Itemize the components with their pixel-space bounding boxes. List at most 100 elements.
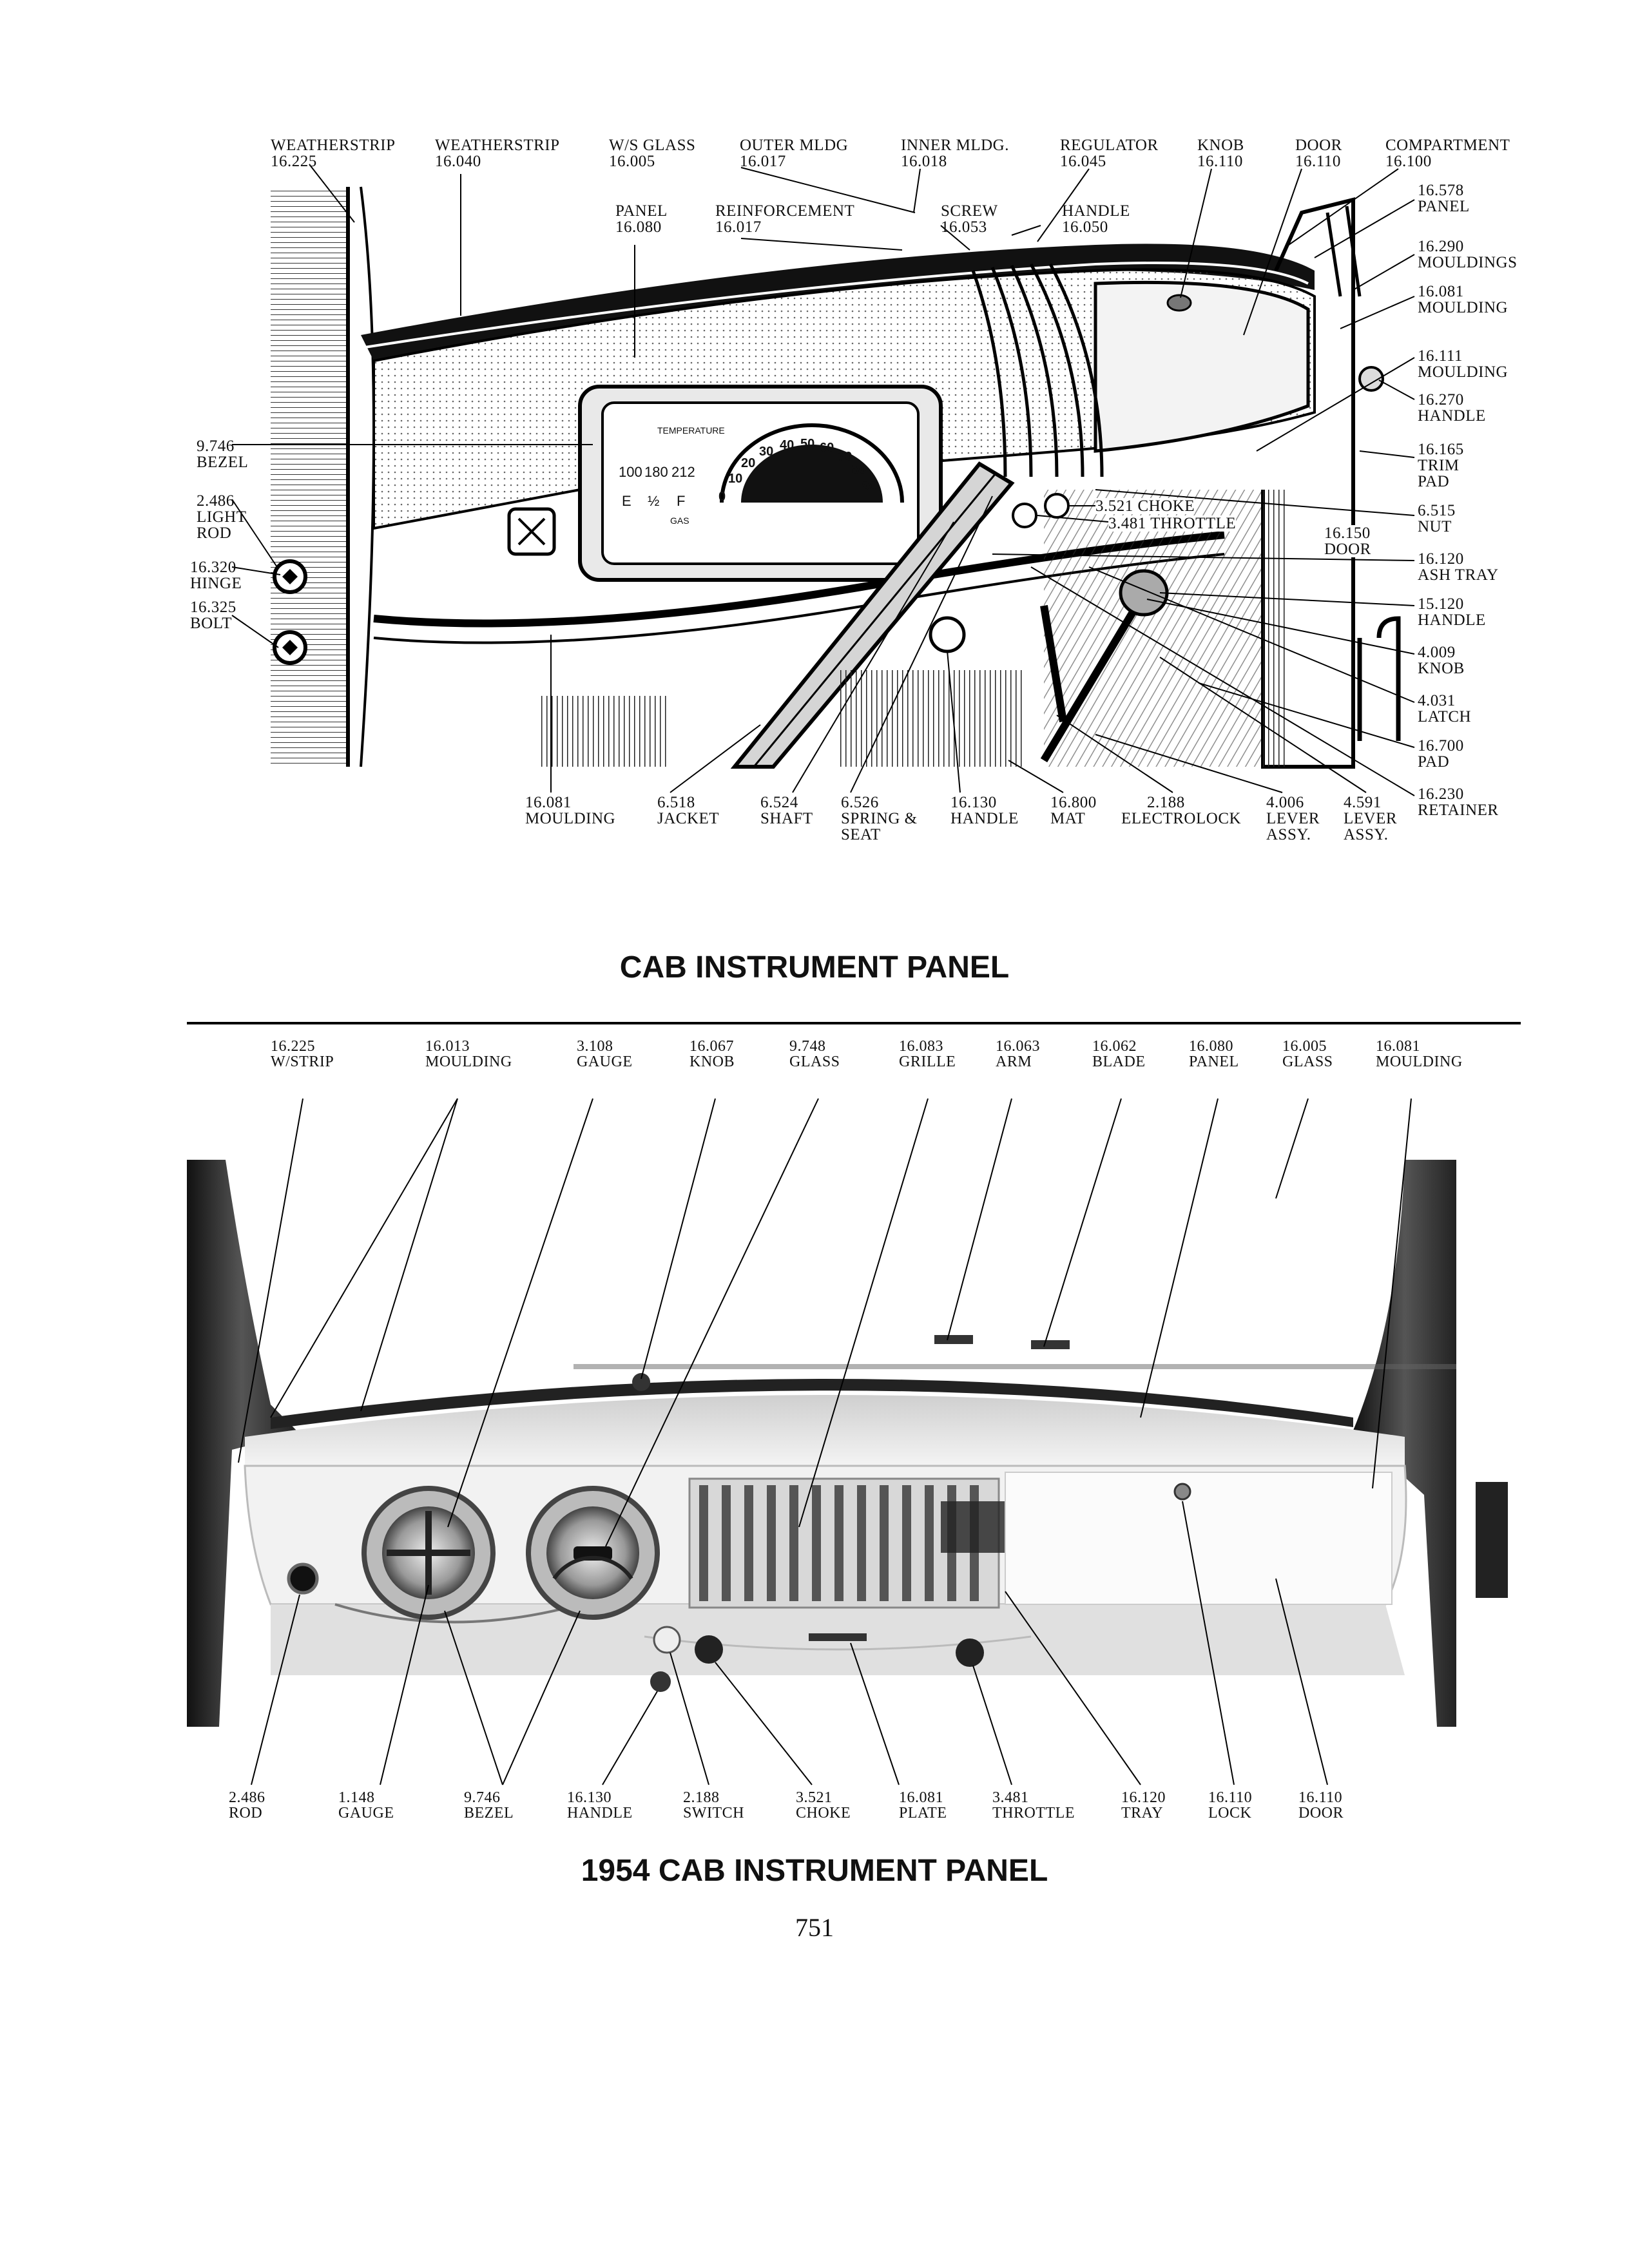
speed-50: 50 [800,437,815,451]
label-num: 16.111 [1418,347,1463,365]
label-num: 16.225 [271,153,317,170]
fig1-label-door-16150: 16.150 DOOR [1324,525,1371,557]
label-name: MOULDING [525,810,616,827]
speed-20: 20 [741,456,756,470]
label-num: 16.081 [1418,283,1464,300]
label-num: 16.045 [1060,153,1106,170]
fig2-label-bezel: 9.746 BEZEL [464,1790,514,1821]
defroster-knob [632,1373,650,1391]
fig2-label-arm: 16.063 ARM [996,1039,1040,1070]
defroster-rail [271,1379,1353,1429]
label-name: HANDLE [950,810,1019,827]
label-name: KNOB [689,1053,735,1070]
label-name: OUTER MLDG [740,137,849,154]
label-num: 16.100 [1385,153,1432,170]
label-name: W/STRIP [271,1053,334,1070]
label-num: 3.108 [577,1038,613,1055]
fig1-label-moulding-bottom: 16.081 MOULDING [525,794,615,827]
label-name: MOULDING [1376,1053,1463,1070]
fuel-f: F [677,493,686,509]
fig2-label-grille: 16.083 GRILLE [899,1039,956,1070]
fig2-label-moulding-16081: 16.081 MOULDING [1376,1039,1463,1070]
label-name: HANDLE [1418,611,1486,629]
label-name: GRILLE [899,1053,956,1070]
label-name: SCREW [941,202,998,220]
shift-lever [1040,597,1144,763]
label-num: 9.746 [464,1789,501,1806]
label-name: THROTTLE [1150,515,1237,532]
fig1-label-mouldings: 16.290 MOULDINGS [1418,238,1518,271]
label-name: REGULATOR [1060,137,1159,154]
label-name: GLASS [789,1053,840,1070]
fig2-label-throttle: 3.481 THROTTLE [992,1790,1075,1821]
label-num: 16.700 [1418,737,1464,754]
label-name: HANDLE [1062,202,1130,220]
label-name: CHOKE [796,1805,851,1821]
label-num: 16.800 [1050,794,1097,811]
label-name: MOULDINGS [1418,254,1518,271]
label-name: MOULDING [1418,363,1509,381]
throttle-knob [1012,503,1037,528]
label-name: LOCK [1208,1805,1252,1821]
temp-100: 100 [619,464,642,480]
glovebox-lock [1173,1483,1191,1501]
speed-40: 40 [780,438,795,452]
fig2-label-knob-16067: 16.067 KNOB [689,1039,735,1070]
kick-panel [1044,490,1263,767]
label-name: PANEL [615,202,668,220]
fig2-label-blade: 16.062 BLADE [1092,1039,1146,1070]
label-name: DOOR [1295,137,1342,154]
label-name: MAT [1050,810,1086,827]
fig2-label-door: 16.110 DOOR [1298,1790,1344,1821]
fig1-label-weatherstrip-16040: WEATHERSTRIP 16.040 [435,137,560,169]
label-name: SPRING & SEAT [841,810,918,843]
speed-80: 80 [852,463,867,477]
fig1-label-knob: KNOB 16.110 [1197,137,1244,169]
label-name: CHOKE [1137,497,1195,515]
label-name: BOLT [190,615,232,632]
light-rod-knob [287,1562,319,1595]
label-name: GAUGE [577,1053,633,1070]
fig1-label-outer-mldg: OUTER MLDG 16.017 [740,137,848,169]
label-name: GLASS [1282,1053,1333,1070]
grille-ribs [971,263,1104,477]
label-name: KNOB [1418,660,1465,677]
label-num: 16.320 [190,559,236,576]
section-divider [187,1022,1521,1024]
fig1-label-door: DOOR 16.110 [1295,137,1342,169]
dash-top [245,1395,1405,1466]
label-num: 9.748 [789,1038,826,1055]
label-num: 16.290 [1418,238,1464,255]
speed-70: 70 [838,450,853,464]
label-num: 4.031 [1418,692,1456,709]
fig1-label-bolt: 16.325 BOLT [190,599,236,631]
fig1-label-retainer: 16.230 RETAINER [1418,786,1499,818]
label-num: 16.083 [899,1038,943,1055]
fig1-label-moulding-16081: 16.081 MOULDING [1418,284,1508,316]
fig2-label-plate: 16.081 PLATE [899,1790,947,1821]
fig1-label-trim-pad: 16.165 TRIM PAD [1418,441,1464,490]
fig2-label-lock: 16.110 LOCK [1208,1790,1252,1821]
fig2-label-choke: 3.521 CHOKE [796,1790,851,1821]
label-num: 6.518 [657,794,695,811]
label-name: SWITCH [683,1805,744,1821]
label-name: HANDLE [567,1805,633,1821]
fig1-label-hinge: 16.320 HINGE [190,559,242,591]
label-num: 3.521 [796,1789,833,1806]
label-num: 16.081 [525,794,572,811]
label-name: WEATHERSTRIP [271,137,396,154]
label-num: 16.017 [715,218,762,236]
fig2-label-handle: 16.130 HANDLE [567,1790,633,1821]
label-num: 16.040 [435,153,481,170]
fig1-label-choke: 3.521 CHOKE [1095,498,1195,514]
label-num: 16.165 [1418,441,1464,458]
label-name: LEVER ASSY. [1266,810,1320,843]
fig1-label-regulator: REGULATOR 16.045 [1060,137,1159,169]
handle-knob [650,1671,671,1692]
label-num: 3.481 [1108,515,1146,532]
label-name: TRAY [1121,1805,1164,1821]
throttle-knob-1954 [956,1639,984,1667]
fig1-label-electrolock: 2.188 ELECTROLOCK [1121,794,1241,827]
fig1-label-panel: PANEL 16.080 [615,203,668,235]
